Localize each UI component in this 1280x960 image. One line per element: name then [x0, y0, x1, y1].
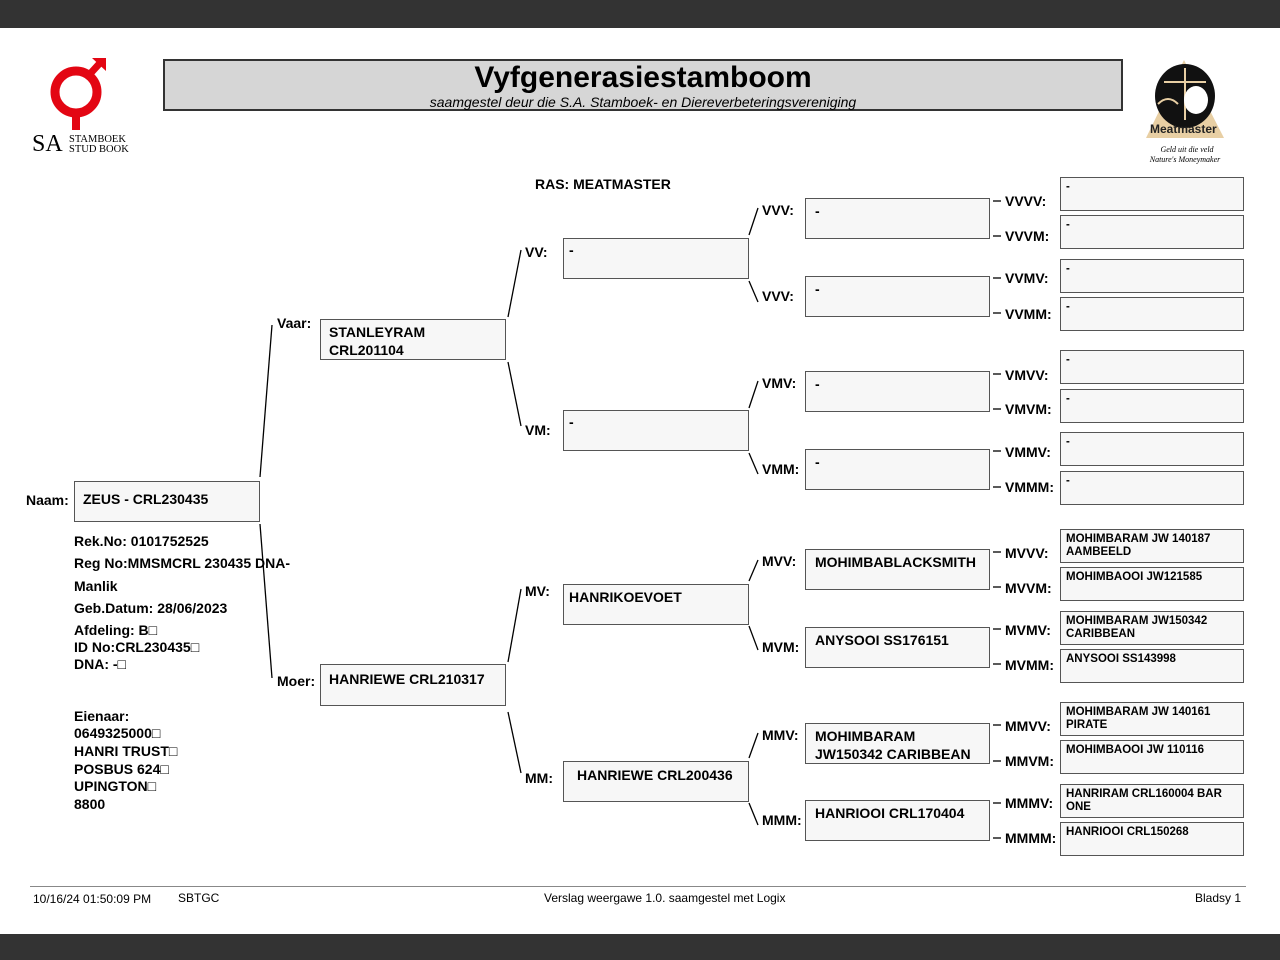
sa-symbol-icon	[50, 58, 106, 130]
g4-box-mmmm: HANRIOOI CRL150268	[1060, 822, 1244, 856]
mvv-label: MVV:	[762, 553, 797, 569]
vmv-label: VMV:	[762, 375, 797, 391]
top-bar	[0, 0, 1280, 28]
sex: Manlik	[74, 578, 118, 594]
g4-box-vvmm: -	[1060, 297, 1244, 331]
g4-label-vvmm: VVMM:	[1005, 306, 1052, 322]
g4-label-mvmv: MVMV:	[1005, 622, 1051, 638]
g4-label-mmmm: MMMM:	[1005, 830, 1057, 846]
page-title: Vyfgenerasiestamboom	[474, 61, 812, 94]
logo-stamboek-text: STAMBOEK	[69, 134, 126, 145]
logo-studbook-text: STUD BOOK	[69, 144, 129, 155]
birth-date: Geb.Datum: 28/06/2023	[74, 600, 228, 616]
owner-label: Eienaar:	[74, 708, 130, 724]
g4-box-vmmv: -	[1060, 432, 1244, 466]
vmv-box: -	[805, 371, 990, 412]
vvv-label: VVV:	[762, 202, 794, 218]
g4-label-vmvm: VMVM:	[1005, 401, 1052, 417]
dam-box: HANRIEWE CRL210317	[320, 664, 506, 706]
g4-box-mmmv: HANRIRAM CRL160004 BAR ONE	[1060, 784, 1244, 818]
reg-no: Reg No:MMSMCRL 230435 DNA-	[74, 555, 290, 571]
g4-box-mmvv: MOHIMBARAM JW 140161 PIRATE	[1060, 702, 1244, 736]
g4-label-vmvv: VMVV:	[1005, 367, 1049, 383]
vmm-label: VMM:	[762, 461, 800, 477]
sheep-scale-icon	[1146, 60, 1224, 138]
animal-name-box: ZEUS - CRL230435	[74, 481, 260, 522]
owner-line: 8800	[74, 796, 106, 812]
sa-studbook-logo: SA STAMBOEK STUD BOOK	[30, 56, 134, 160]
mmm-label: MMM:	[762, 812, 802, 828]
g4-box-vmvv: -	[1060, 350, 1244, 384]
meatmaster-logo: Meatmaster Geld uit die veld Nature's Mo…	[1138, 60, 1232, 168]
afdeling: Afdeling: B□	[74, 622, 158, 638]
g4-label-mvmm: MVMM:	[1005, 657, 1054, 673]
breed-label: RAS: MEATMASTER	[535, 176, 671, 192]
g4-box-mmvm: MOHIMBAOOI JW 110116	[1060, 740, 1244, 774]
g4-box-mvvv: MOHIMBARAM JW 140187 AAMBEELD	[1060, 529, 1244, 563]
owner-line: HANRI TRUST□	[74, 743, 178, 759]
g4-box-mvvm: MOHIMBAOOI JW121585	[1060, 567, 1244, 601]
bottom-bar	[0, 934, 1280, 960]
mmv-box: MOHIMBARAM JW150342 CARIBBEAN	[805, 723, 990, 764]
vv-box: -	[563, 238, 749, 279]
logo-sa-text: SA	[32, 131, 63, 157]
g4-label-vvvv: VVVV:	[1005, 193, 1047, 209]
vvv-box: -	[805, 198, 990, 239]
footer-page-number: Bladsy 1	[1195, 891, 1242, 905]
owner-line: UPINGTON□	[74, 778, 157, 794]
mv-box: HANRIKOEVOET	[563, 584, 749, 625]
meatmaster-brand: Meatmaster	[1150, 122, 1217, 136]
g4-box-vmmm: -	[1060, 471, 1244, 505]
footer-timestamp: 10/16/24 01:50:09 PM	[33, 892, 152, 906]
meatmaster-slogan-2: Nature's Moneymaker	[1149, 155, 1221, 164]
footer-divider	[30, 886, 1246, 887]
page-subtitle: saamgestel deur die S.A. Stamboek- en Di…	[429, 94, 857, 110]
dam-label: Moer:	[277, 673, 316, 689]
g4-box-vvvm: -	[1060, 215, 1244, 249]
mv-label: MV:	[525, 583, 550, 599]
rek-no: Rek.No: 0101752525	[74, 533, 209, 549]
footer-code: SBTGC	[178, 891, 220, 905]
g4-label-mmvv: MMVV:	[1005, 718, 1051, 734]
meatmaster-slogan-1: Geld uit die veld	[1160, 145, 1214, 154]
mm-box: HANRIEWE CRL200436	[563, 761, 749, 802]
g4-label-vvmv: VVMV:	[1005, 270, 1049, 286]
vm-label: VM:	[525, 422, 551, 438]
sire-box: STANLEYRAM CRL201104	[320, 319, 506, 360]
g4-label-vmmm: VMMM:	[1005, 479, 1054, 495]
mm-label: MM:	[525, 770, 553, 786]
g4-label-vmmv: VMMV:	[1005, 444, 1051, 460]
g4-label-mmvm: MMVM:	[1005, 753, 1054, 769]
g4-label-vvvm: VVVM:	[1005, 228, 1050, 244]
owner-line: POSBUS 624□	[74, 761, 169, 777]
vvv-label: VVV:	[762, 288, 794, 304]
g4-box-vmvm: -	[1060, 389, 1244, 423]
g4-label-mmmv: MMMV:	[1005, 795, 1054, 811]
mvm-box: ANYSOOI SS176151	[805, 627, 990, 668]
g4-box-mvmv: MOHIMBARAM JW150342 CARIBBEAN	[1060, 611, 1244, 645]
id-no: ID No:CRL230435□	[74, 639, 200, 655]
vmm-box: -	[805, 449, 990, 490]
g4-box-mvmm: ANYSOOI SS143998	[1060, 649, 1244, 683]
mvm-label: MVM:	[762, 639, 800, 655]
g4-box-vvvv: -	[1060, 177, 1244, 211]
dna: DNA: -□	[74, 656, 127, 672]
vm-box: -	[563, 410, 749, 451]
name-label: Naam:	[26, 492, 69, 508]
footer-version: Verslag weergawe 1.0. saamgestel met Log…	[544, 891, 786, 905]
mmm-box: HANRIOOI CRL170404	[805, 800, 990, 841]
vvv-box: -	[805, 276, 990, 317]
mmv-label: MMV:	[762, 727, 799, 743]
g4-box-vvmv: -	[1060, 259, 1244, 293]
mvv-box: MOHIMBABLACKSMITH	[805, 549, 990, 590]
vv-label: VV:	[525, 244, 548, 260]
sire-label: Vaar:	[277, 315, 312, 331]
g4-label-mvvv: MVVV:	[1005, 545, 1049, 561]
title-banner: Vyfgenerasiestamboom saamgestel deur die…	[163, 59, 1123, 111]
g4-label-mvvm: MVVM:	[1005, 580, 1052, 596]
owner-line: 0649325000□	[74, 725, 161, 741]
